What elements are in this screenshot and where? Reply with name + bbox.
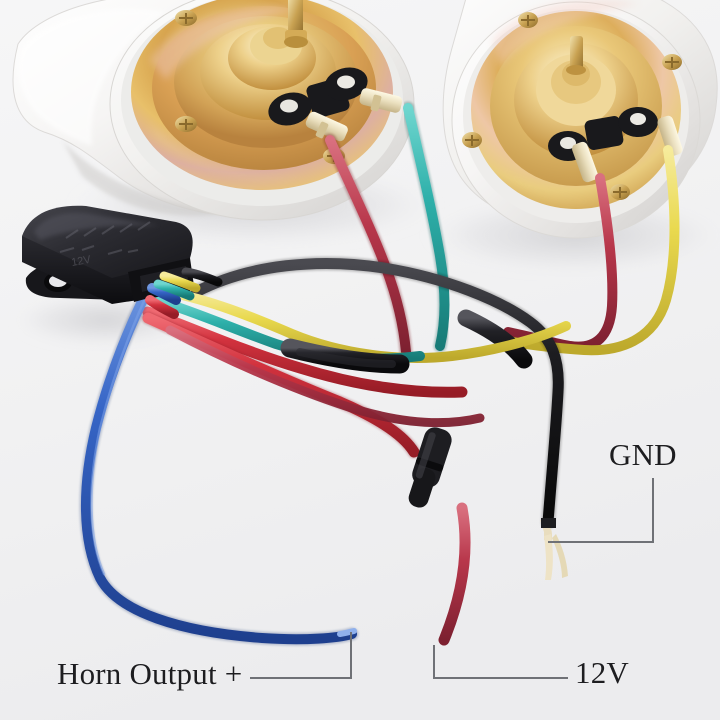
spade-terminal bbox=[657, 115, 683, 157]
leader-gnd bbox=[548, 478, 654, 543]
blue-wire-tip bbox=[337, 628, 357, 637]
horn-screw bbox=[610, 184, 630, 200]
horn-screw bbox=[175, 116, 197, 132]
horn-screw bbox=[175, 10, 197, 26]
wire-red-harness bbox=[142, 306, 468, 398]
bullet-connector bbox=[408, 427, 452, 508]
leader-horn-output bbox=[250, 632, 352, 679]
horn-screw bbox=[662, 54, 682, 70]
spade-terminal bbox=[572, 141, 598, 183]
horn-screw bbox=[462, 132, 482, 148]
wire-black-ground bbox=[190, 257, 564, 528]
leader-lines bbox=[250, 478, 654, 679]
label-12v: 12V bbox=[575, 655, 629, 690]
spade-terminal bbox=[359, 88, 403, 113]
wire-harness bbox=[79, 101, 680, 646]
leader-12v bbox=[433, 645, 568, 679]
horn-terminal-block-left bbox=[268, 67, 368, 126]
horn-screw bbox=[518, 12, 538, 28]
wire-blue-horn-output bbox=[80, 281, 357, 645]
wire-red-to-12v-lower bbox=[438, 502, 471, 646]
label-horn-output: Horn Output + bbox=[57, 656, 243, 691]
fork-ring-terminal bbox=[540, 518, 568, 580]
module-embossed-text: 12V bbox=[70, 254, 92, 269]
wire-teal-left-horn bbox=[403, 103, 450, 351]
spade-terminal bbox=[305, 111, 348, 142]
label-gnd: GND bbox=[609, 437, 677, 472]
heat-shrink-sleeve bbox=[457, 309, 533, 369]
snail-horn-right bbox=[442, 0, 718, 239]
wire-red-crossing bbox=[165, 325, 485, 428]
